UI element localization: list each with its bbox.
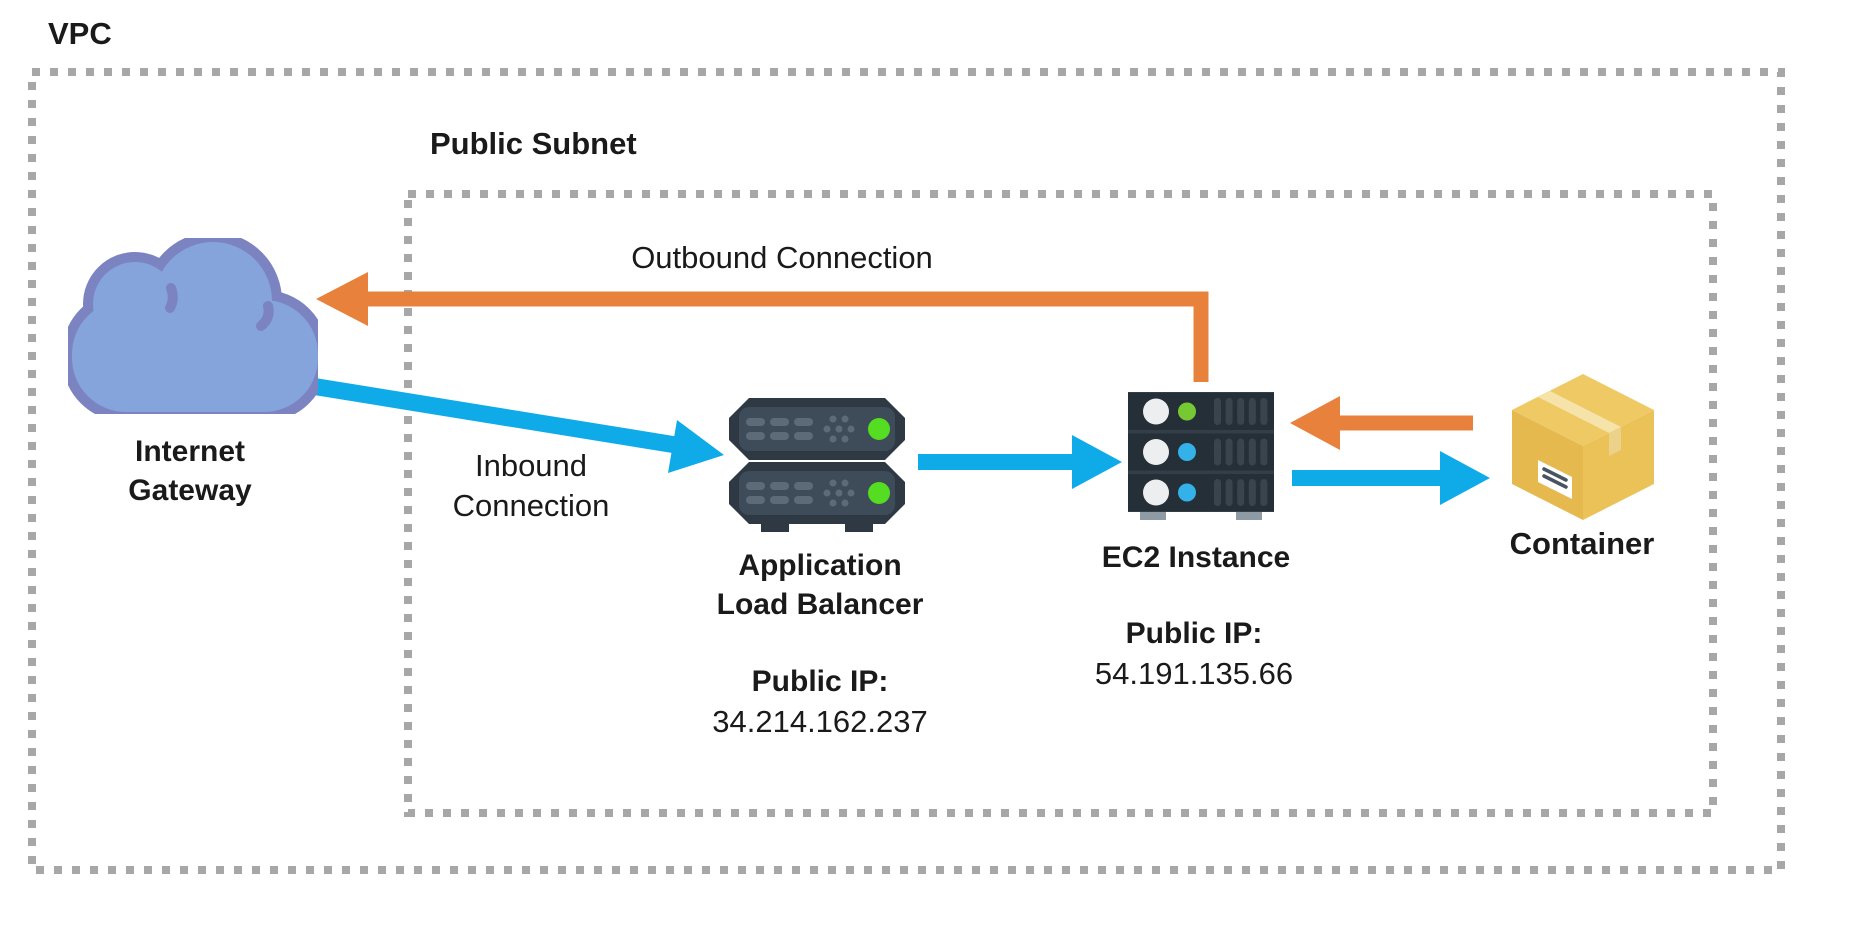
alb-to-ec2-arrowhead: [1072, 435, 1122, 489]
public-subnet-boundary: [404, 190, 1717, 817]
container-to-ec2-arrow: [1290, 396, 1473, 450]
alb-public-ip-value: 34.214.162.237: [712, 703, 928, 739]
ec2-public-ip-caption: Public IP:: [1125, 617, 1263, 650]
inbound-connection-label-line: Inbound: [474, 448, 588, 483]
container-to-ec2-arrowhead: [1290, 396, 1340, 450]
internet-gateway-label-line2: Gateway: [128, 474, 252, 507]
outbound-connection-label: Outbound Connection: [631, 240, 933, 275]
internet-gateway-cloud-icon: [68, 238, 318, 414]
outbound-arrow: [316, 272, 1209, 382]
ec2-to-container-arrow: [1292, 451, 1490, 505]
alb-to-ec2-arrow: [918, 435, 1122, 489]
outbound-arrowhead: [316, 272, 368, 326]
ec2-public-ip: Public IP: 54.191.135.66: [1095, 614, 1293, 695]
inbound-connection-label-line: Connection: [452, 487, 610, 523]
ec2-to-container-arrowhead: [1440, 451, 1490, 505]
internet-gateway-label: Internet Gateway: [128, 432, 251, 510]
vpc-boundary: [28, 68, 1785, 874]
public-subnet-label: Public Subnet: [430, 126, 637, 161]
alb-label: Application Load Balancer: [717, 546, 924, 624]
container-icon: [1512, 374, 1654, 520]
vpc-label: VPC: [48, 16, 112, 51]
ec2-public-ip-value: 54.191.135.66: [1094, 655, 1294, 691]
internet-gateway-label-line1: Internet: [134, 435, 245, 468]
alb-label-line2: Load Balancer: [716, 588, 924, 621]
alb-public-ip: Public IP: 34.214.162.237: [712, 662, 928, 743]
inbound-arrow: [260, 369, 724, 473]
alb-label-line1: Application: [738, 549, 902, 582]
ec2-instance-icon: [1128, 392, 1274, 520]
ec2-label: EC2 Instance: [1101, 541, 1291, 574]
container-label: Container: [1509, 526, 1655, 561]
inbound-arrowhead: [668, 420, 724, 473]
load-balancer-icon: [729, 398, 905, 532]
alb-public-ip-caption: Public IP:: [751, 665, 889, 698]
